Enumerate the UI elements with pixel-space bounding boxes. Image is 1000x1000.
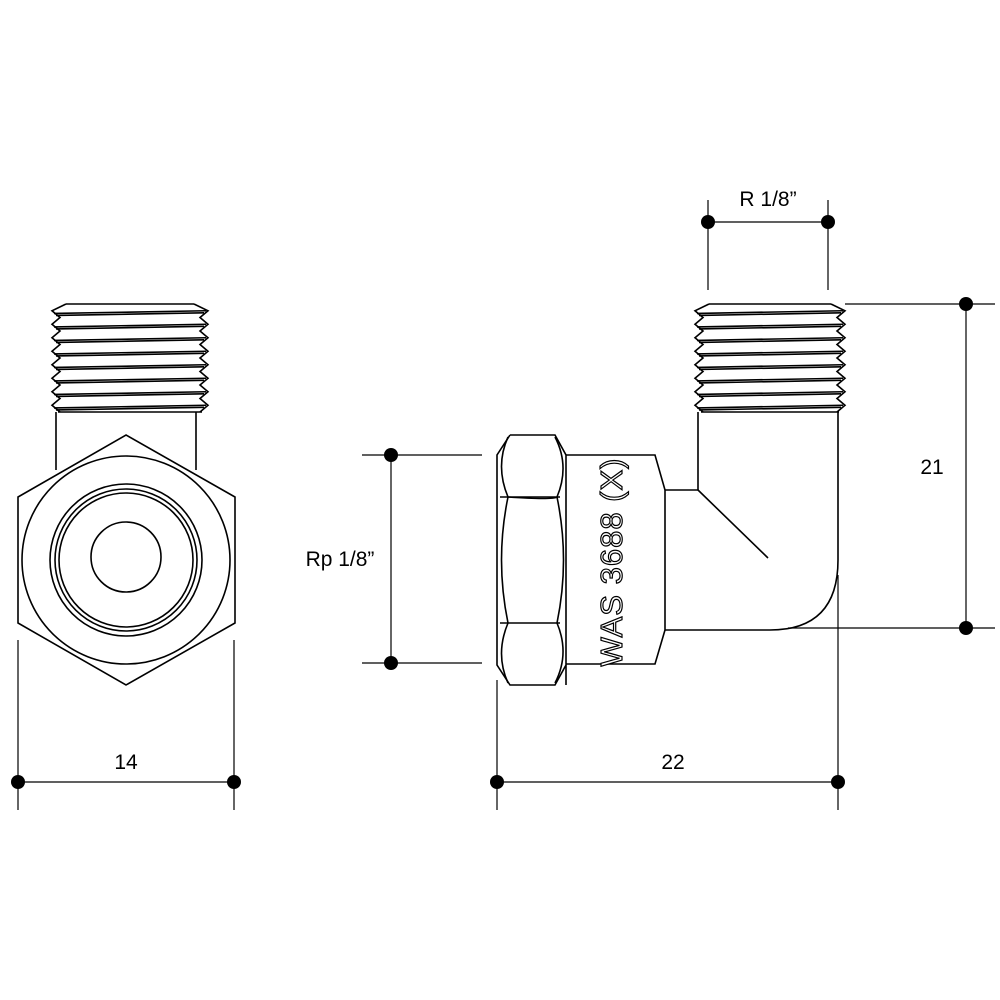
male-thread-front xyxy=(50,303,210,413)
dim-male-thread: R 1/8” xyxy=(701,188,835,290)
front-view xyxy=(17,303,236,686)
thread-line xyxy=(50,303,67,413)
thread-line xyxy=(193,303,210,413)
dim-female-thread: Rp 1/8” xyxy=(306,448,482,670)
thread-line xyxy=(696,303,844,413)
port-thread-root-circle xyxy=(58,492,194,628)
hex-front xyxy=(17,434,236,686)
dim-hex-width: 14 xyxy=(11,640,241,810)
hex-flats xyxy=(500,496,560,624)
male-thread-side xyxy=(693,303,847,413)
dim-label-male-thread: R 1/8” xyxy=(739,188,796,211)
hex-chamfer-circle xyxy=(21,455,231,665)
thread-line xyxy=(53,303,207,413)
side-view: WAS 3688 (X) xyxy=(496,303,847,686)
thread-line xyxy=(830,303,847,413)
dim-label-length: 22 xyxy=(661,751,684,774)
dim-label-female-thread: Rp 1/8” xyxy=(306,548,375,571)
dim-label-height: 21 xyxy=(920,456,943,479)
bore-circle xyxy=(90,521,162,593)
hex-side xyxy=(496,434,567,686)
dim-length: 22 xyxy=(490,575,845,810)
hex-side-arcs xyxy=(500,436,565,684)
neck-front xyxy=(55,412,197,470)
dim-label-hex-width: 14 xyxy=(114,751,138,774)
port-outer-circle xyxy=(49,483,203,637)
socket-body xyxy=(566,454,666,665)
marking-text: WAS 3688 (X) xyxy=(594,458,629,667)
dim-height: 21 xyxy=(788,297,995,635)
elbow-mitre-line xyxy=(697,489,769,559)
thread-line xyxy=(693,303,710,413)
port-thread-circle xyxy=(54,488,198,632)
elbow-body xyxy=(665,412,839,631)
